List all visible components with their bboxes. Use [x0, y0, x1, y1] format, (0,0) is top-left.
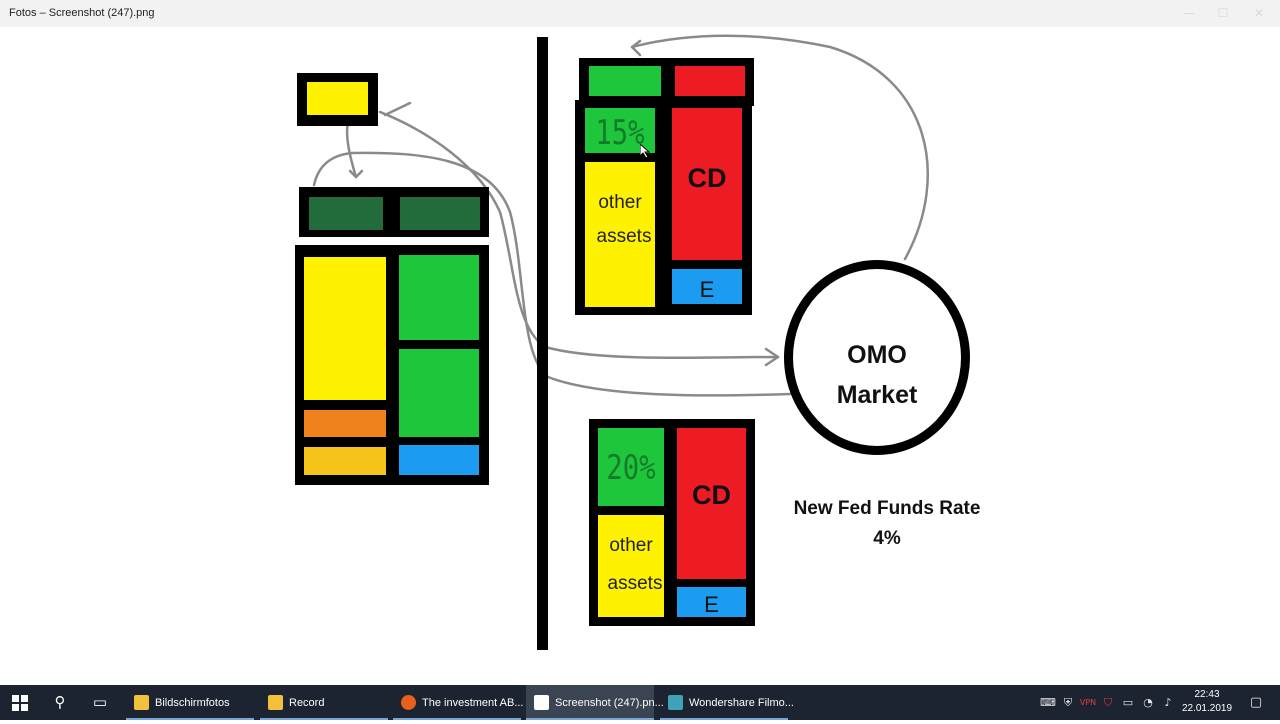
taskbar-app-photos[interactable]: Screenshot (247).pn...	[526, 685, 664, 720]
taskbar-app-label: Screenshot (247).pn...	[555, 697, 664, 709]
bottom-equity-label: E	[704, 592, 719, 617]
top-equity-label: E	[699, 277, 715, 302]
wifi-icon[interactable]: ◔	[1143, 696, 1153, 709]
title-bar: Fotos – Screenshot (247).png — ☐ ✕	[0, 0, 1280, 27]
maximize-button[interactable]: ☐	[1217, 6, 1229, 20]
bottom-other-assets-cell: other assets	[598, 515, 664, 617]
minimize-button[interactable]: —	[1183, 6, 1195, 20]
firefox-icon	[401, 695, 416, 710]
notifications-icon[interactable]: ▢	[1249, 695, 1263, 710]
left-assets-orange	[304, 410, 386, 437]
taskbar-app-label: Bildschirmfotos	[155, 697, 230, 709]
top-assets-label: assets	[596, 226, 652, 247]
arrows-layer	[312, 34, 930, 397]
bottom-cd-label: CD	[692, 480, 731, 510]
taskbar-app-label: Record	[289, 697, 325, 709]
left-liabilities-green-1	[399, 255, 479, 340]
omo-market-circle: OMO Market	[784, 260, 970, 455]
bank-balance-header	[299, 187, 489, 237]
fed-rate-value: 4%	[873, 528, 901, 549]
keyboard-icon[interactable]: ⌨	[1040, 696, 1056, 709]
folder-icon	[268, 695, 283, 710]
bottom-equity-cell: E	[677, 587, 746, 617]
taskbar-app-filmora[interactable]: Wondershare Filmo...	[660, 685, 794, 720]
top-other-label: other	[598, 192, 642, 213]
left-assets-yellow	[304, 257, 386, 400]
bottom-assets-label: assets	[607, 573, 663, 594]
security-icon[interactable]: ⛉	[1103, 696, 1113, 709]
bank-balance-body	[295, 245, 489, 485]
window-title: Fotos – Screenshot (247).png	[9, 7, 155, 19]
taskbar-app-label: The investment AB...	[422, 697, 524, 709]
arrow-omo-to-bank	[312, 151, 792, 397]
header-cell-left	[309, 197, 383, 230]
shield-icon[interactable]: ⛨	[1063, 696, 1073, 709]
omo-line1: OMO	[847, 341, 907, 369]
vpn-icon[interactable]: VPN	[1079, 698, 1097, 707]
top-other-assets-cell: other assets	[585, 162, 655, 307]
clock-time: 22:43	[1194, 689, 1220, 700]
top-balance-body: 15% other assets CD E	[575, 100, 752, 315]
battery-icon[interactable]: ▭	[1122, 696, 1134, 709]
fed-rate-label: New Fed Funds Rate	[793, 498, 981, 519]
filmora-icon	[668, 695, 683, 710]
arrow-omo-to-top-balance	[630, 34, 930, 261]
left-liabilities-blue	[399, 445, 479, 475]
system-clock[interactable]: 22:43 22.01.2019	[1180, 688, 1234, 716]
taskbar-app-label: Wondershare Filmo...	[689, 697, 794, 709]
photos-icon	[534, 695, 549, 710]
left-assets-gold	[304, 447, 386, 475]
top-cd-cell: CD	[672, 108, 742, 260]
small-yellow-box	[297, 73, 378, 126]
taskbar-app-bildschirmfotos[interactable]: Bildschirmfotos	[126, 685, 254, 720]
arrow-small-to-bank	[345, 120, 358, 179]
volume-icon[interactable]: ♪	[1164, 696, 1172, 709]
omo-line2: Market	[836, 381, 918, 409]
vertical-divider	[537, 37, 548, 650]
mouse-cursor-icon	[640, 144, 650, 158]
top-reserve-cell: 15%	[585, 108, 655, 153]
bottom-other-label: other	[609, 535, 653, 556]
top-equity-cell: E	[672, 269, 742, 304]
task-view-icon[interactable]: ▭	[92, 693, 108, 711]
top-balance-header	[579, 58, 754, 106]
left-liabilities-green-2	[399, 349, 479, 437]
header-cell-right	[400, 197, 480, 230]
top-cd-label: CD	[687, 163, 727, 193]
bottom-reserve-pct: 20%	[606, 448, 656, 488]
folder-icon	[134, 695, 149, 710]
taskbar-app-firefox[interactable]: The investment AB...	[393, 685, 524, 720]
clock-date: 22.01.2019	[1181, 703, 1233, 714]
taskbar-app-record[interactable]: Record	[260, 685, 388, 720]
bottom-reserve-cell: 20%	[598, 428, 664, 506]
close-button[interactable]: ✕	[1253, 6, 1265, 20]
arrow-small-to-omo	[378, 110, 780, 360]
taskbar: ⚲ ▭ Bildschirmfotos Record The investmen…	[0, 685, 1280, 720]
top-reserve-pct: 15%	[595, 113, 645, 153]
bottom-balance-sheet: 20% other assets CD E	[589, 419, 755, 626]
photo-viewer-canvas: 15% other assets CD E 20% other assets C…	[0, 27, 1280, 685]
windows-start-icon[interactable]	[0, 685, 40, 720]
search-icon[interactable]: ⚲	[54, 693, 66, 711]
bottom-cd-cell: CD	[677, 428, 746, 579]
